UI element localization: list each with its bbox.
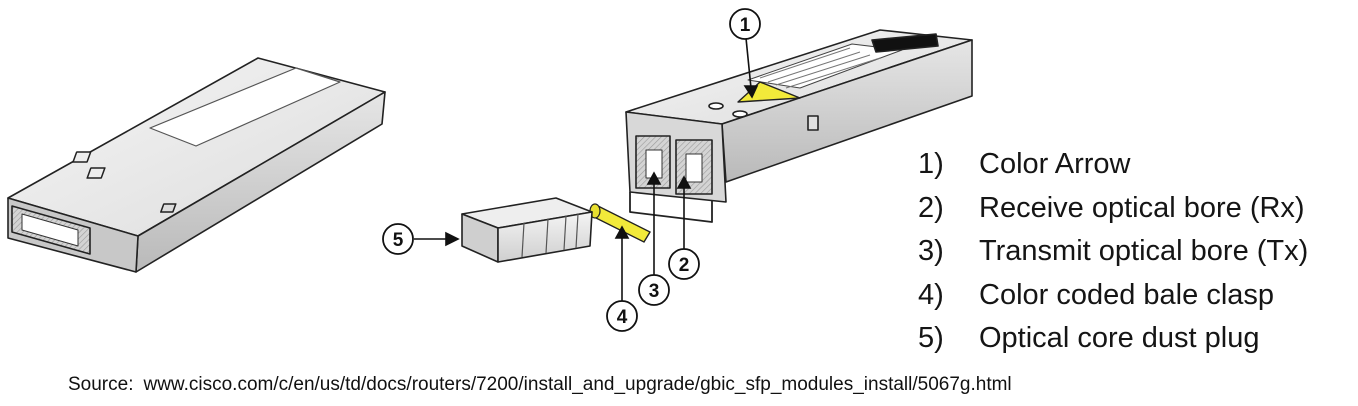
source-citation: Source: www.cisco.com/c/en/us/td/docs/rou… bbox=[68, 374, 1012, 396]
callout-3-number: 3 bbox=[649, 281, 660, 302]
dust-plug bbox=[461, 197, 593, 263]
legend-text: Color coded bale clasp bbox=[979, 278, 1275, 311]
dust-plug-side bbox=[497, 211, 593, 263]
left-module-label-area bbox=[149, 67, 341, 147]
source-url[interactable]: www.cisco.com/c/en/us/td/docs/routers/72… bbox=[143, 374, 1012, 395]
legend-list: 1) Color Arrow 2) Receive optical bore (Rx… bbox=[918, 143, 1308, 361]
right-module-side-tab bbox=[807, 115, 819, 131]
left-sfp-module bbox=[7, 57, 386, 273]
callout-1: 1 bbox=[729, 8, 761, 40]
callout-2: 2 bbox=[668, 248, 700, 280]
legend-item: 3) Transmit optical bore (Tx) bbox=[918, 230, 1308, 274]
callout-3: 3 bbox=[638, 274, 670, 306]
callout-1-number: 1 bbox=[740, 15, 751, 36]
legend-text: Transmit optical bore (Tx) bbox=[979, 235, 1309, 267]
callout-4-number: 4 bbox=[617, 307, 628, 328]
legend-item: 4) Color coded bale clasp bbox=[918, 274, 1308, 318]
legend-number: 2) bbox=[918, 191, 944, 224]
legend-number: 3) bbox=[918, 235, 944, 267]
legend-text: Optical core dust plug bbox=[979, 322, 1260, 354]
legend-text: Receive optical bore (Rx) bbox=[979, 191, 1305, 224]
legend-number: 5) bbox=[918, 322, 944, 354]
legend-item: 5) Optical core dust plug bbox=[918, 317, 1308, 361]
leader-lines bbox=[414, 37, 759, 303]
legend-number: 4) bbox=[918, 278, 944, 311]
bale-clasp-wire bbox=[629, 192, 713, 223]
rx-optical-bore-inner bbox=[685, 153, 703, 183]
callout-2-number: 2 bbox=[679, 255, 690, 276]
left-module-vent-hole bbox=[72, 151, 92, 163]
right-module-label-lines bbox=[759, 47, 881, 89]
callout-4: 4 bbox=[606, 300, 638, 332]
right-module-logo-patch bbox=[871, 33, 939, 53]
source-label: Source: bbox=[68, 374, 134, 395]
legend-item: 1) Color Arrow bbox=[918, 143, 1308, 187]
legend-item: 2) Receive optical bore (Rx) bbox=[918, 187, 1308, 231]
legend-text: Color Arrow bbox=[979, 148, 1131, 180]
right-module-top-slot bbox=[732, 110, 748, 118]
right-module-top-slot bbox=[708, 102, 724, 110]
left-module-port-inner bbox=[21, 213, 79, 247]
legend-number: 1) bbox=[918, 148, 944, 180]
right-sfp-module bbox=[625, 29, 973, 223]
left-module-latch-slot bbox=[159, 203, 177, 213]
callout-5: 5 bbox=[382, 223, 414, 255]
callout-5-number: 5 bbox=[393, 230, 404, 251]
left-module-vent-hole bbox=[86, 167, 106, 179]
